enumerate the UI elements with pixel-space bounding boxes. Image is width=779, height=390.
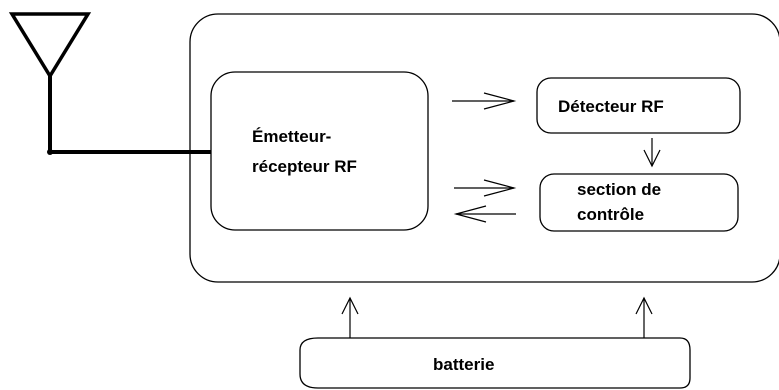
device-enclosure xyxy=(189,13,779,283)
transceiver-label-line1: Émetteur- xyxy=(252,127,331,146)
transceiver-block: Émetteur- récepteur RF xyxy=(210,71,429,231)
control-label-line1: section de xyxy=(577,180,661,199)
antenna-icon xyxy=(8,12,92,155)
control-block: section de contrôle xyxy=(539,173,739,232)
control-label-line2: contrôle xyxy=(577,205,644,224)
battery-block: batterie xyxy=(299,337,691,389)
arrow-battery-to-device-right xyxy=(635,296,653,338)
battery-label: batterie xyxy=(433,355,494,374)
arrow-transceiver-to-control xyxy=(454,179,517,197)
detector-label: Détecteur RF xyxy=(558,97,664,116)
arrow-battery-to-device-left xyxy=(341,296,359,338)
arrow-control-to-transceiver xyxy=(453,205,516,223)
arrow-transceiver-to-detector xyxy=(452,92,517,110)
transceiver-label-line2: récepteur RF xyxy=(252,157,357,176)
detector-block: Détecteur RF xyxy=(536,77,741,134)
arrow-detector-to-control xyxy=(643,138,661,168)
